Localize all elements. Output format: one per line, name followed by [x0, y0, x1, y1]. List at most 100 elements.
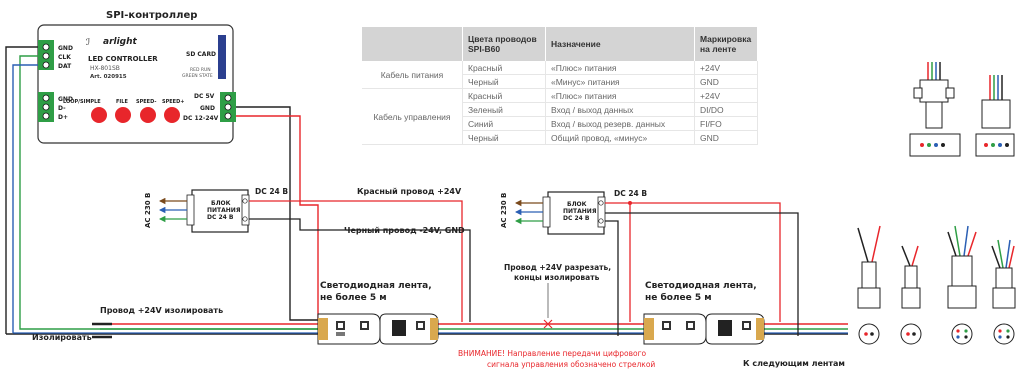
- strip-label: Светодиодная лента,: [320, 281, 432, 291]
- psu-dc-label: DC 24 В: [255, 187, 288, 196]
- controller-model: HX-801SB: [90, 65, 120, 72]
- table-group-name: Кабель управления: [362, 88, 463, 145]
- wire-ctrl-24v: [236, 115, 319, 320]
- wire-gnd: [5, 46, 38, 334]
- strip-label: не более 5 м: [320, 292, 387, 303]
- controller-title: SPI-контроллер: [106, 10, 197, 21]
- table-cell: Черный: [462, 74, 546, 89]
- cut-mark-icon: [543, 319, 553, 329]
- controller-button-speed-minus[interactable]: [140, 107, 156, 123]
- pin-label: GND: [200, 105, 215, 112]
- table-cell: GND: [694, 130, 758, 145]
- psu-label: DC 24 В: [207, 214, 234, 221]
- psu1-minus: [249, 218, 318, 231]
- red-wire-label: Красный провод +24V: [357, 187, 462, 196]
- table-cell: +24V: [694, 88, 758, 103]
- table-row: Зеленый Вход / выход данных DI/DO: [362, 102, 758, 117]
- strip-label: не более 5 м: [645, 292, 712, 303]
- table-cell: Красный: [462, 88, 546, 103]
- pin-label: CLK: [58, 54, 71, 61]
- table-header: Назначение: [545, 27, 695, 61]
- next-strips-label: К следующим лентам: [743, 359, 845, 368]
- plug-2pin-1-icon: [857, 225, 881, 345]
- table-cell: Зеленый: [462, 102, 546, 117]
- brand-logo: arlight: [103, 37, 138, 47]
- table-cell: «Минус» питания: [545, 74, 695, 89]
- table-cell: FI/FO: [694, 116, 758, 131]
- button-label: LOOP/SIMPLE: [63, 99, 101, 105]
- table-header: Цвета проводов SPI-B60: [462, 27, 546, 61]
- controller-body: [37, 24, 234, 144]
- red-wire-run: [320, 200, 463, 322]
- power-supply-1: [186, 189, 250, 233]
- table-cell: GND: [694, 74, 758, 89]
- controller-power-terminal: [220, 92, 236, 122]
- isolate-24v-label: Провод +24V изолировать: [100, 306, 223, 315]
- pin-label: GND: [58, 96, 73, 103]
- table-cell: Черный: [462, 130, 546, 145]
- table-row: Кабель управления Красный «Плюс» питания…: [362, 88, 758, 145]
- connector-top-1-icon: [909, 62, 961, 157]
- led-strip-1: [317, 313, 439, 345]
- controller-name: LED CONTROLLER: [88, 55, 158, 63]
- table-header-row: Цвета проводов SPI-B60 Назначение Маркир…: [362, 27, 758, 61]
- button-label: SPEED-: [136, 99, 156, 105]
- brand-logo-icon: ℐ: [86, 38, 90, 48]
- table-cell: Синий: [462, 116, 546, 131]
- table-cell: Вход / выход данных: [545, 102, 695, 117]
- plug-2pin-2-icon: [900, 245, 922, 345]
- junction-dot: [628, 201, 632, 205]
- cut-wire-label: Провод +24V разрезать,: [504, 263, 611, 272]
- black-wire-label: Черный провод -24V, GND: [344, 226, 465, 235]
- button-label: FILE: [116, 99, 128, 105]
- table-cell: DI/DO: [694, 102, 758, 117]
- table-cell: «Плюс» питания: [545, 88, 695, 103]
- plug-4pin-2-icon: [991, 239, 1016, 345]
- table-cell: +24V: [694, 61, 758, 75]
- wire-dat: [12, 64, 38, 333]
- wire-ctrl-gnd: [236, 106, 318, 321]
- warning-label: сигнала управления обозначено стрелкой: [487, 360, 655, 369]
- table-row: Синий Вход / выход резерв. данных FI/FO: [362, 116, 758, 131]
- controller-button-loop[interactable]: [91, 107, 107, 123]
- psu2-plus: [605, 202, 781, 322]
- sd-card-slot: [218, 35, 226, 79]
- controller-button-speed-plus[interactable]: [164, 107, 180, 123]
- psu-ac-label: AC 230 В: [144, 193, 152, 228]
- led-label: GREEN STATE: [182, 73, 213, 79]
- table-cell: Общий провод, «минус»: [545, 130, 695, 145]
- table-cell: Красный: [462, 61, 546, 75]
- warning-label: ВНИМАНИЕ! Направление передачи цифрового: [458, 349, 647, 358]
- psu-label: БЛОК: [211, 200, 231, 207]
- led-label: RED RUN: [190, 67, 211, 73]
- psu2-minus-run: [605, 212, 799, 336]
- pin-label: DC 12-24V: [183, 115, 219, 122]
- power-supply-2: [542, 191, 606, 235]
- controller-output-terminal: [38, 40, 54, 122]
- psu-label: ПИТАНИЯ: [207, 207, 241, 214]
- pin-label: D-: [58, 105, 66, 112]
- psu-label: БЛОК: [567, 201, 587, 208]
- sd-card-label: SD CARD: [186, 51, 216, 58]
- button-label: SPEED+: [162, 99, 184, 105]
- wire-color-table: Цвета проводов SPI-B60 Назначение Маркир…: [362, 27, 758, 145]
- psu-ac-label: AC 230 В: [500, 193, 508, 228]
- controller-button-file[interactable]: [115, 107, 131, 123]
- connector-top-2-icon: [975, 75, 1015, 157]
- table-header: Маркировка на ленте: [694, 27, 758, 61]
- table-cell: Вход / выход резерв. данных: [545, 116, 695, 131]
- table-row: Кабель питания Красный «Плюс» питания +2…: [362, 61, 758, 89]
- controller-art: Art. 020915: [90, 74, 127, 80]
- cut-wire-label: концы изолировать: [514, 273, 600, 282]
- black-wire-run: [318, 229, 471, 322]
- table-row: Черный «Минус» питания GND: [362, 74, 758, 89]
- pin-label: DAT: [58, 63, 72, 70]
- pin-label: D+: [58, 114, 68, 121]
- pin-label: DC 5V: [194, 93, 215, 100]
- plug-4pin-1-icon: [947, 225, 977, 345]
- led-strip-2: [643, 313, 765, 345]
- psu-label: DC 24 В: [563, 215, 590, 222]
- pin-label: GND: [58, 45, 73, 52]
- table-group-name: Кабель питания: [362, 61, 463, 89]
